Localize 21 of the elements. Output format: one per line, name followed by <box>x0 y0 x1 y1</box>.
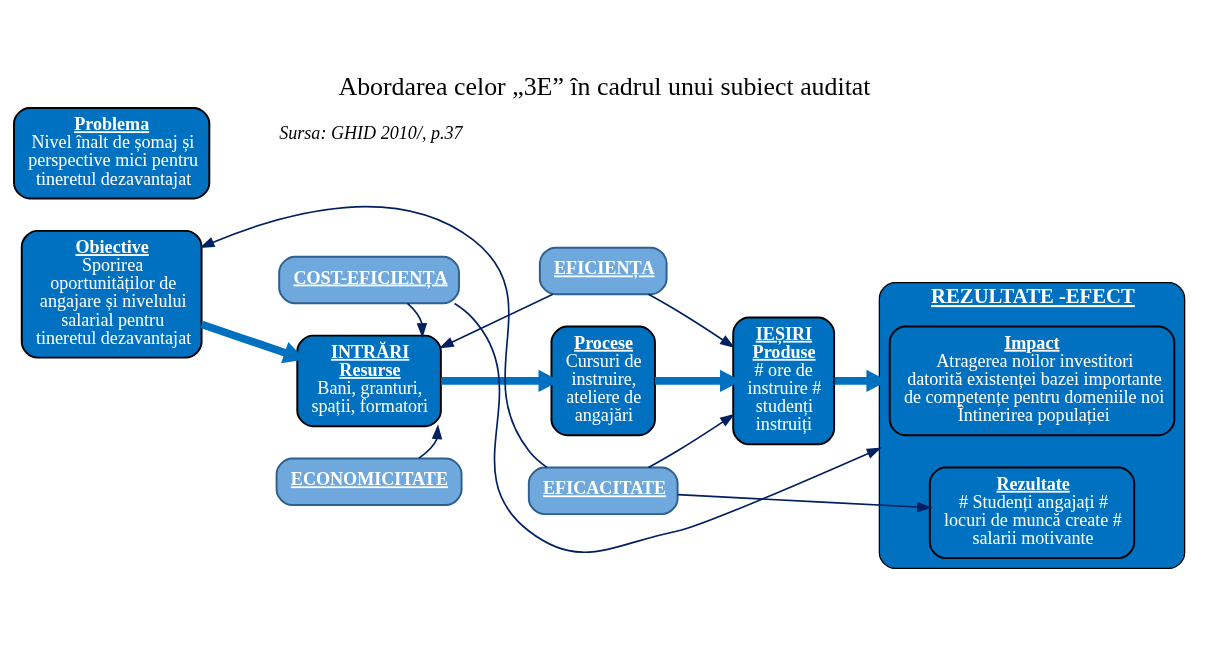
arrow <box>647 413 735 469</box>
arrow <box>438 293 554 349</box>
arrow <box>199 205 548 469</box>
node-box: EFICIENȚA <box>538 246 668 296</box>
node-box: Impact Atragerea noilor investitori datorită existenței bazei importante de competențe pentru domeniile noi Întinerirea populației <box>888 325 1176 437</box>
node-box: Rezultate # Studenți angajați # locuri de muncă create # salarii motivante <box>928 466 1136 560</box>
arrow <box>406 302 428 339</box>
node-box: EFICACITATE <box>527 466 679 516</box>
arrow <box>676 493 933 513</box>
node-box: IEȘIRI Produse # ore de instruire # studenți instruiți <box>732 316 836 446</box>
node-box: Problema Nivel înalt de șomaj și perspective mici pentru tineretul dezavantajat <box>13 107 211 200</box>
arrow <box>453 302 882 553</box>
node-box: INTRĂRI Resurse Bani, granturi, spații, formatori <box>296 334 442 428</box>
node-box: ECONOMICITATE <box>275 457 463 507</box>
label: Sursa: GHID 2010/, p.37 <box>279 122 463 143</box>
diagram-title: Abordarea celor „3E” în cadrul unui subiect auditat <box>338 72 871 102</box>
arrow <box>647 293 735 349</box>
node-box: COST-EFICIENȚA <box>278 255 460 305</box>
node-box: Procese Cursuri de instruire, ateliere de angajări <box>550 325 656 437</box>
node-box: Obiective Sporirea oportunităților de angajare și nivelului salarial pentru tineretul dezavantajat <box>20 229 203 359</box>
arrow <box>418 424 443 459</box>
